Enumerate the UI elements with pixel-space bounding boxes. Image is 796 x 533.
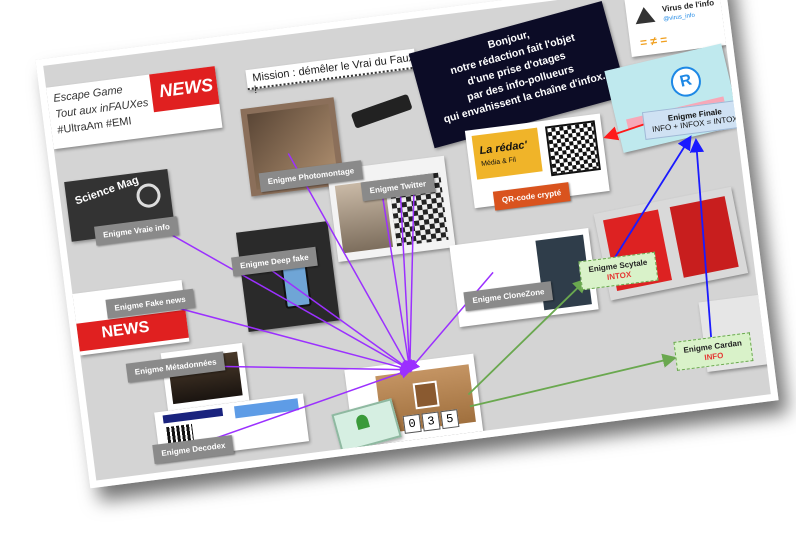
arrow-metadonnees [202, 363, 413, 376]
arrow-to-cardan [469, 353, 677, 408]
escape-game-board: Escape Game Tout aux inFAUXes #UltraAm #… [35, 0, 779, 489]
arrow-final-to-qr [603, 122, 646, 141]
arrow-twitter-2 [399, 195, 416, 373]
connection-arrows [153, 122, 712, 441]
arrow-cardan-to-final [689, 137, 712, 338]
arrow-fake-news [153, 300, 413, 374]
arrow-deep-fake [259, 261, 413, 372]
arrow-twitter-1 [381, 193, 415, 373]
arrow-photomontage [287, 153, 412, 373]
arrow-twitter-3 [403, 189, 416, 373]
arrow-decodex [211, 367, 413, 441]
arrow-scytale-to-final [611, 135, 692, 262]
arrow-to-scytale [467, 278, 588, 396]
arrow-clonezone [407, 271, 494, 373]
arrow-vraie-info [153, 224, 413, 372]
